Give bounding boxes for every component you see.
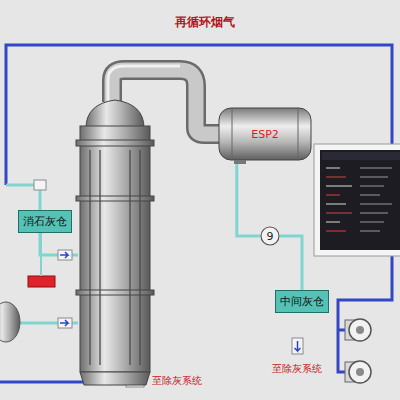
- tower-riser: [90, 150, 140, 365]
- monitor-screen: [314, 144, 400, 256]
- destination-label: 至除灰系统: [150, 374, 204, 388]
- red-valve: [28, 276, 55, 287]
- ash-silo-box: 中间灰仓: [275, 290, 329, 313]
- esp-vessel: ESP2: [218, 104, 312, 164]
- node-text: 消石灰仓: [23, 214, 67, 229]
- silo-box: 消石灰仓: [18, 210, 72, 233]
- arrow-icon: [34, 180, 303, 387]
- storage-tank: [0, 302, 20, 342]
- ash-line: [280, 236, 302, 290]
- fan: [345, 319, 371, 383]
- callout-circle: 9: [260, 226, 280, 246]
- ash-line: [237, 164, 260, 236]
- node-text: 中间灰仓: [280, 294, 324, 309]
- feed-line: [6, 185, 78, 323]
- absorber-tower: [76, 100, 154, 385]
- line-label: 再循环烟气: [173, 14, 237, 31]
- recirculation-line: [0, 45, 392, 382]
- destination-label: 至除灰系统: [270, 362, 324, 376]
- node-text: ESP2: [251, 128, 279, 141]
- node-text: 9: [267, 230, 274, 243]
- feed-line: [40, 232, 42, 276]
- pipe-highlight: [108, 66, 180, 102]
